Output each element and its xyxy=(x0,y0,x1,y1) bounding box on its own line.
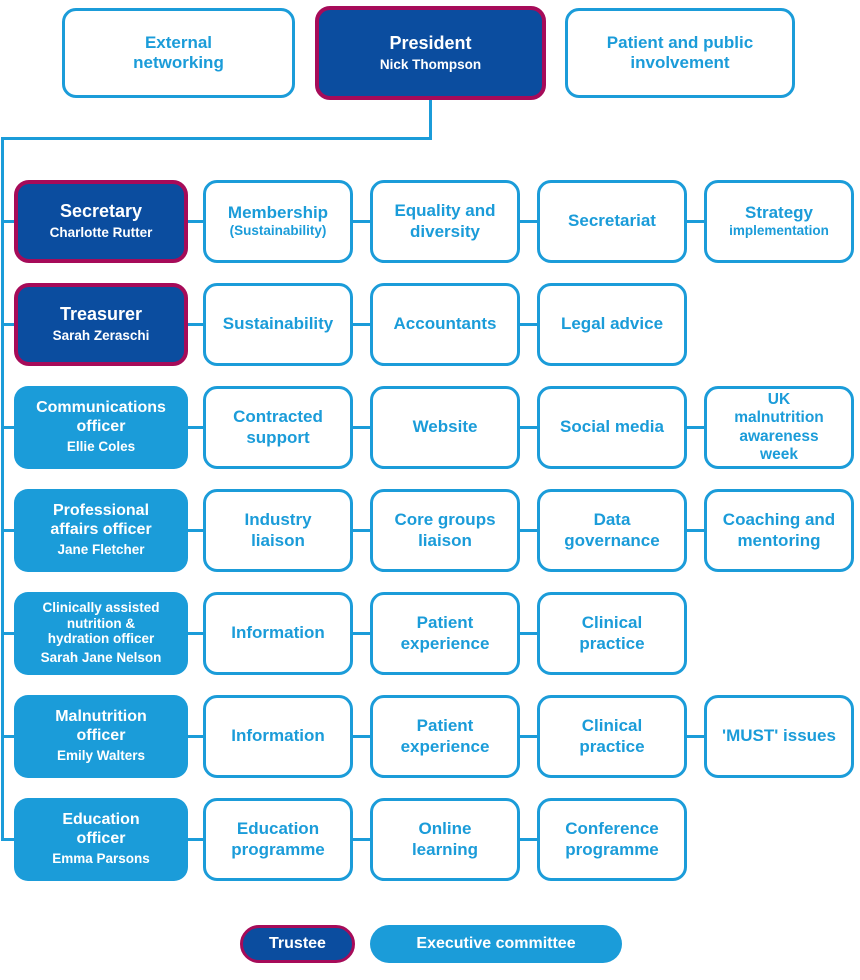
responsibility-label: Information xyxy=(231,726,325,746)
responsibility-node-clinical-practice: Clinical practice xyxy=(537,592,687,675)
patient-public-involvement-node: Patient and public involvement xyxy=(565,8,795,98)
responsibility-node-patient-experience: Patient experience xyxy=(370,592,520,675)
officer-title: Treasurer xyxy=(59,304,143,325)
president-node: President Nick Thompson xyxy=(315,6,546,100)
responsibility-node-industry-liaison: Industry liaison xyxy=(203,489,353,572)
responsibility-node-online-learning: Online learning xyxy=(370,798,520,881)
connector-left-spine xyxy=(1,137,4,841)
responsibility-node-information: Information xyxy=(203,592,353,675)
responsibility-label: Education programme xyxy=(231,819,325,859)
responsibility-label: Patient experience xyxy=(400,716,490,756)
officer-name: Emma Parsons xyxy=(52,851,150,867)
officer-node-professional-affairs: Professional affairs officer Jane Fletch… xyxy=(14,489,188,572)
legend-trustee-label: Trustee xyxy=(269,935,326,952)
responsibility-node-must-issues: 'MUST' issues xyxy=(704,695,854,778)
responsibility-node-website: Website xyxy=(370,386,520,469)
responsibility-node-conference-programme: Conference programme xyxy=(537,798,687,881)
responsibility-node-strategy-implementation: Strategy implementation xyxy=(704,180,854,263)
responsibility-node-education-programme: Education programme xyxy=(203,798,353,881)
officer-title: Education officer xyxy=(62,811,140,847)
responsibility-label: Clinical practice xyxy=(579,613,645,653)
responsibility-node-secretariat: Secretariat xyxy=(537,180,687,263)
responsibility-node-contracted-support: Contracted support xyxy=(203,386,353,469)
responsibility-sublabel: implementation xyxy=(729,223,829,239)
legend-executive-committee-pill: Executive committee xyxy=(370,925,622,963)
officer-node-canh: Clinically assisted nutrition & hydratio… xyxy=(14,592,188,675)
responsibility-label: Sustainability xyxy=(222,314,334,334)
president-title: President xyxy=(389,32,472,53)
officer-title: Professional affairs officer xyxy=(50,502,152,538)
responsibility-node-equality-diversity: Equality and diversity xyxy=(370,180,520,263)
officer-node-secretary: Secretary Charlotte Rutter xyxy=(14,180,188,263)
officer-node-education: Education officer Emma Parsons xyxy=(14,798,188,881)
responsibility-label: UK malnutrition awareness week xyxy=(734,390,824,463)
legend-trustee-pill: Trustee xyxy=(240,925,355,963)
responsibility-node-clinical-practice: Clinical practice xyxy=(537,695,687,778)
responsibility-label: Social media xyxy=(560,417,664,437)
officer-name: Emily Walters xyxy=(56,748,146,764)
responsibility-node-data-governance: Data governance xyxy=(537,489,687,572)
responsibility-node-patient-experience: Patient experience xyxy=(370,695,520,778)
legend-executive-committee-label: Executive committee xyxy=(416,935,576,952)
responsibility-node-core-groups-liaison: Core groups liaison xyxy=(370,489,520,572)
responsibility-label: Core groups liaison xyxy=(394,510,496,550)
responsibility-node-coaching-mentoring: Coaching and mentoring xyxy=(704,489,854,572)
responsibility-label: Online learning xyxy=(411,819,479,859)
responsibility-label: Conference programme xyxy=(565,819,659,859)
responsibility-node-membership: Membership (Sustainability) xyxy=(203,180,353,263)
connector-president-drop xyxy=(429,96,432,140)
responsibility-label: Clinical practice xyxy=(579,716,645,756)
patient-public-involvement-label: Patient and public involvement xyxy=(606,32,754,72)
officer-name: Ellie Coles xyxy=(66,439,136,455)
officer-node-malnutrition: Malnutrition officer Emily Walters xyxy=(14,695,188,778)
responsibility-label: Accountants xyxy=(393,314,497,334)
responsibility-label: Coaching and mentoring xyxy=(722,510,836,550)
responsibility-node-accountants: Accountants xyxy=(370,283,520,366)
responsibility-node-uk-malnutrition-awareness-week: UK malnutrition awareness week xyxy=(704,386,854,469)
officer-title: Communications officer xyxy=(36,399,166,435)
officer-name: Sarah Jane Nelson xyxy=(40,650,162,665)
responsibility-label: Contracted support xyxy=(233,407,323,447)
officer-name: Sarah Zeraschi xyxy=(52,328,150,344)
responsibility-label: Legal advice xyxy=(560,314,664,334)
officer-node-communications: Communications officer Ellie Coles xyxy=(14,386,188,469)
external-networking-node: External networking xyxy=(62,8,295,98)
responsibility-label: Equality and diversity xyxy=(394,201,496,241)
responsibility-node-information: Information xyxy=(203,695,353,778)
officer-title: Clinically assisted nutrition & hydratio… xyxy=(42,600,160,647)
responsibility-label: Information xyxy=(231,623,325,643)
officer-title: Secretary xyxy=(59,201,143,222)
responsibility-label: Industry liaison xyxy=(244,510,312,550)
responsibility-node-legal-advice: Legal advice xyxy=(537,283,687,366)
responsibility-node-social-media: Social media xyxy=(537,386,687,469)
responsibility-label: Membership xyxy=(227,203,329,223)
external-networking-label: External networking xyxy=(133,32,224,72)
president-name: Nick Thompson xyxy=(379,56,482,72)
responsibility-sublabel: (Sustainability) xyxy=(229,223,327,239)
officer-name: Jane Fletcher xyxy=(57,542,145,558)
officer-name: Charlotte Rutter xyxy=(49,225,153,241)
responsibility-label: Patient experience xyxy=(400,613,490,653)
officer-title: Malnutrition officer xyxy=(55,708,147,744)
responsibility-label: Website xyxy=(412,417,478,437)
connector-top-horizontal xyxy=(1,137,431,140)
officer-node-treasurer: Treasurer Sarah Zeraschi xyxy=(14,283,188,366)
responsibility-label: Secretariat xyxy=(568,211,656,231)
responsibility-node-sustainability: Sustainability xyxy=(203,283,353,366)
responsibility-label: Strategy xyxy=(744,203,814,223)
responsibility-label: 'MUST' issues xyxy=(722,726,836,746)
responsibility-label: Data governance xyxy=(564,510,660,550)
